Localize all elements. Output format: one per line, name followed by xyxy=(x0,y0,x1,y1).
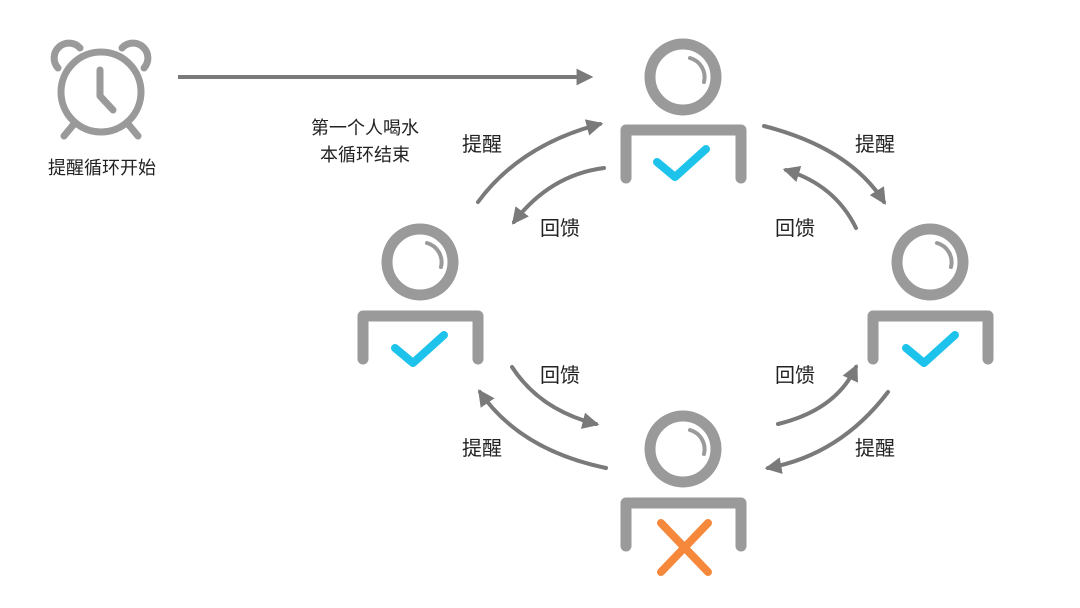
feedback-arrow-top-to-left xyxy=(511,166,606,225)
remind-label-bottom-right: 提醒 xyxy=(855,436,895,460)
start-note-line-2: 本循环结束 xyxy=(320,145,410,166)
feedback-label-top-left: 回馈 xyxy=(540,216,580,240)
check-icon xyxy=(902,331,959,367)
feedback-arrow-bottom-to-right xyxy=(776,363,858,426)
remind-arrow-bottom-to-left xyxy=(478,389,608,470)
alarm-clock-icon xyxy=(50,39,152,140)
remind-label-top-left: 提醒 xyxy=(462,132,502,156)
cross-icon xyxy=(657,519,712,576)
feedback-arrow-left-to-bottom xyxy=(510,365,600,429)
remind-label-bottom-left: 提醒 xyxy=(462,436,502,460)
person-top xyxy=(620,38,747,184)
feedback-label-bottom-left: 回馈 xyxy=(540,363,580,387)
start-note-line-1: 第一个人喝水 xyxy=(311,118,419,139)
person-bottom xyxy=(620,410,747,576)
check-icon xyxy=(391,331,448,367)
person-left xyxy=(357,223,484,367)
feedback-label-top-right: 回馈 xyxy=(775,216,815,240)
feedback-label-bottom-right: 回馈 xyxy=(775,363,815,387)
feedback-arrow-right-to-top xyxy=(782,165,858,230)
remind-label-top-right: 提醒 xyxy=(855,132,895,156)
check-icon xyxy=(653,145,710,181)
person-right xyxy=(867,223,994,367)
alarm-label: 提醒循环开始 xyxy=(48,158,156,179)
remind-arrow-top-to-right xyxy=(762,124,886,205)
remind-arrow-right-to-bottom xyxy=(764,390,890,474)
remind-arrow-left-to-top xyxy=(476,119,604,204)
